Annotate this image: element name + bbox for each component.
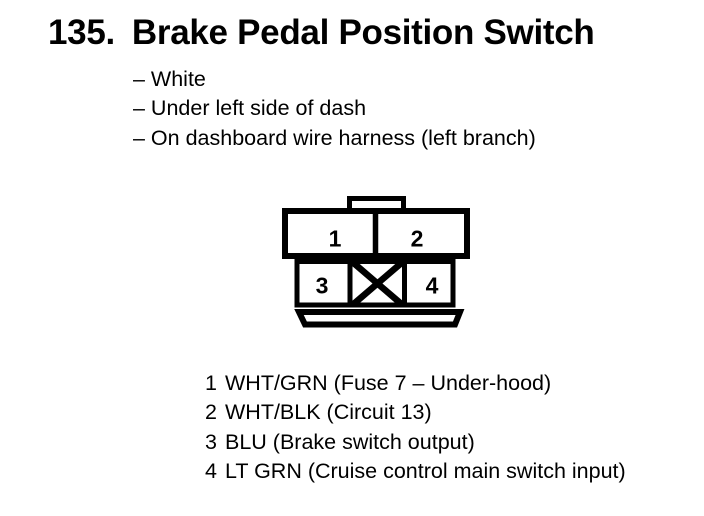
pin-number: 1 [205,371,217,395]
page-title: Brake Pedal Position Switch [131,13,595,52]
cavity-label-1: 1 [329,226,342,252]
cavity-label-2: 2 [411,226,424,252]
pin-description: WHT/GRN (Fuse 7 – Under-hood) [225,371,552,395]
pin-legend: 1 WHT/GRN (Fuse 7 – Under-hood) 2 WHT/BLK … [205,369,626,486]
connector-diagram: 1 2 3 4 [282,196,470,328]
pin-number: 2 [205,400,217,425]
pin-number: 3 [205,429,217,454]
note-item-color: – White [133,67,206,91]
blocked-cavity-x-icon [350,260,405,307]
cavity-label-4: 4 [426,273,439,299]
connector-base-rim [294,309,465,328]
note-item-harness: – On dashboard wire harness (left branch… [133,125,536,150]
pin-row: 3 BLU (Brake switch output) [205,428,626,457]
notes-list: – White – Under left side of dash – On d… [133,65,536,153]
item-number: 135. [48,13,115,52]
pin-row: 4 LT GRN (Cruise control main switch inpu… [205,457,626,486]
pin-description: BLU (Brake switch output) [225,429,475,454]
pin-row: 2 WHT/BLK (Circuit 13) [205,398,626,427]
pin-description: LT GRN (Cruise control main switch input… [225,458,626,483]
pin-description: WHT/BLK (Circuit 13) [225,400,432,425]
cavity-label-3: 3 [316,273,329,299]
pin-row: 1 WHT/GRN (Fuse 7 – Under-hood) [205,369,626,398]
note-item-location: – Under left side of dash [133,96,367,121]
pin-number: 4 [205,458,217,483]
page-header: 135. Brake Pedal Position Switch [48,13,595,53]
